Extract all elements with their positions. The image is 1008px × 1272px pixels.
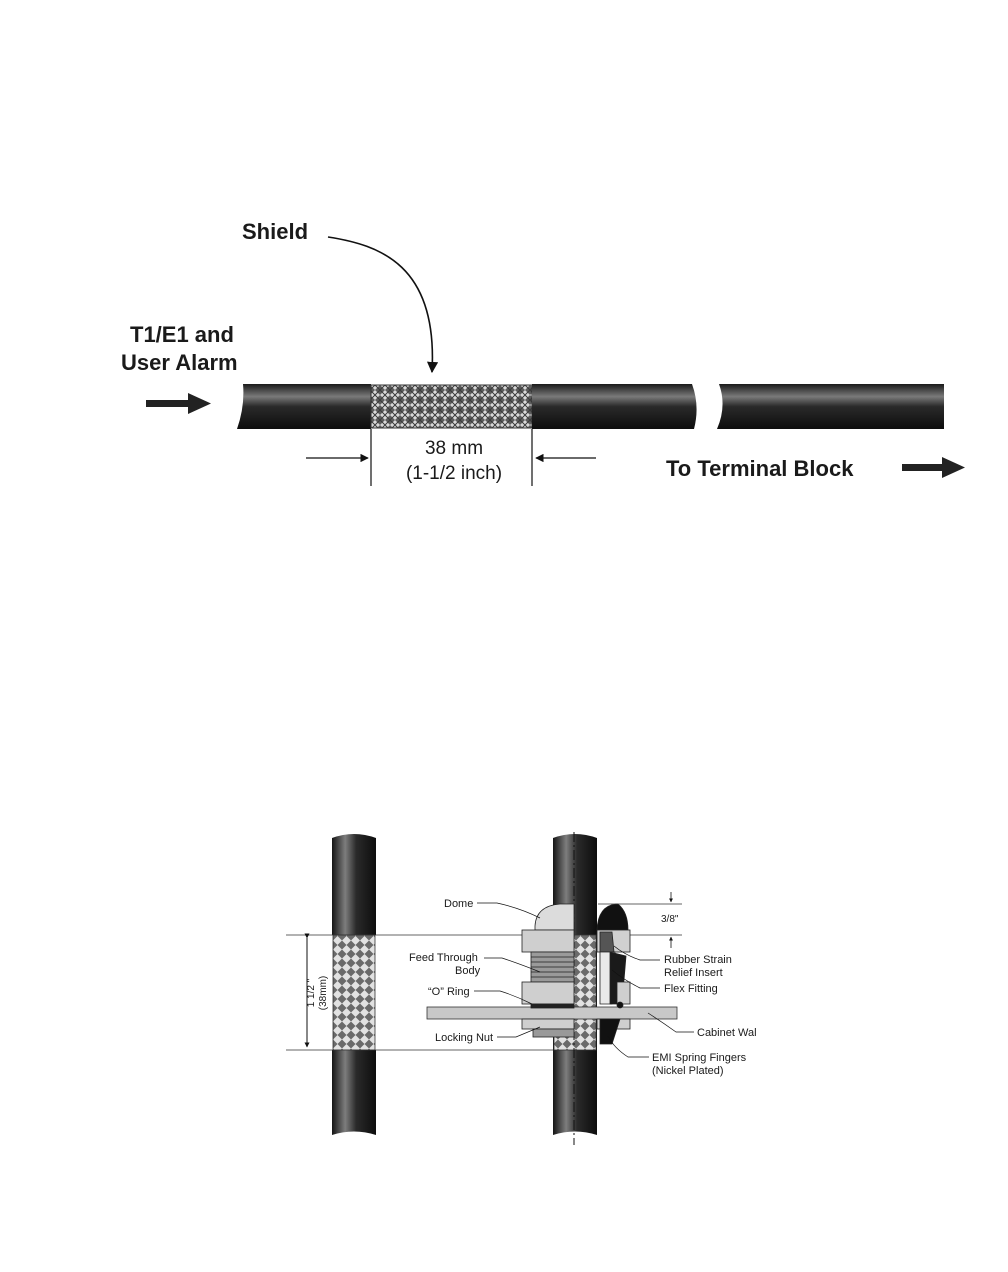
body-hex [522, 982, 574, 1004]
locking-nut-label: Locking Nut [435, 1032, 493, 1044]
dimension-mm-label: 38 mm [425, 438, 483, 459]
dome-label: Dome [444, 898, 473, 910]
cable-prep-diagram: Shield T1/E1 and User Alarm 38 mm (1-1/2… [121, 219, 965, 486]
o-ring-label: “O” Ring [428, 986, 470, 998]
emi-label-line1: EMI Spring Fingers [652, 1052, 747, 1064]
flex-fitting-label: Flex Fitting [664, 983, 718, 995]
rubber-strain-label-line1: Rubber Strain [664, 954, 732, 966]
output-label: To Terminal Block [666, 456, 854, 481]
input-label-line1: T1/E1 and [130, 322, 234, 347]
exposed-shield-braid [371, 385, 532, 428]
dimension-inch-label: (1-1/2 inch) [406, 463, 502, 484]
dome-leader [477, 903, 540, 918]
o-ring [531, 1004, 574, 1008]
o-ring-section [617, 1002, 623, 1008]
cable-jacket-left [237, 384, 371, 429]
rubber-strain-label-line2: Relief Insert [664, 967, 723, 979]
feed-through-label-line2: Body [455, 965, 481, 977]
cable-jacket-middle [532, 384, 697, 429]
input-label-line2: User Alarm [121, 350, 238, 375]
gland-dimension-inch: 1 1/2 " [306, 978, 317, 1007]
gland-dimension-mm: (38mm) [318, 976, 329, 1010]
dome-offset-label: 3/8" [661, 914, 679, 925]
cabinet-wall [427, 1007, 677, 1019]
shield-label: Shield [242, 219, 308, 244]
shield-pointer-arrow [328, 237, 432, 372]
lower-thread [533, 1029, 574, 1037]
locking-nut [522, 1019, 574, 1029]
feed-through-label-line1: Feed Through [409, 952, 478, 964]
gland-cross-section-half [597, 904, 630, 1044]
cabinet-wall-label: Cabinet Wal [697, 1027, 757, 1039]
upper-hex-nut [522, 930, 574, 952]
output-arrow-icon [902, 457, 965, 478]
cable-jacket-right [717, 384, 944, 429]
dome-cap [535, 904, 574, 930]
left-cable [332, 834, 376, 1135]
cable-gland-diagram: 1 1/2 " (38mm) [286, 832, 757, 1145]
emi-spring-fingers [600, 1019, 620, 1044]
input-arrow-icon [146, 393, 211, 414]
emi-leader [608, 1036, 649, 1057]
left-cable-shield [333, 935, 375, 1050]
emi-label-line2: (Nickel Plated) [652, 1065, 724, 1077]
dome-section [597, 904, 628, 930]
